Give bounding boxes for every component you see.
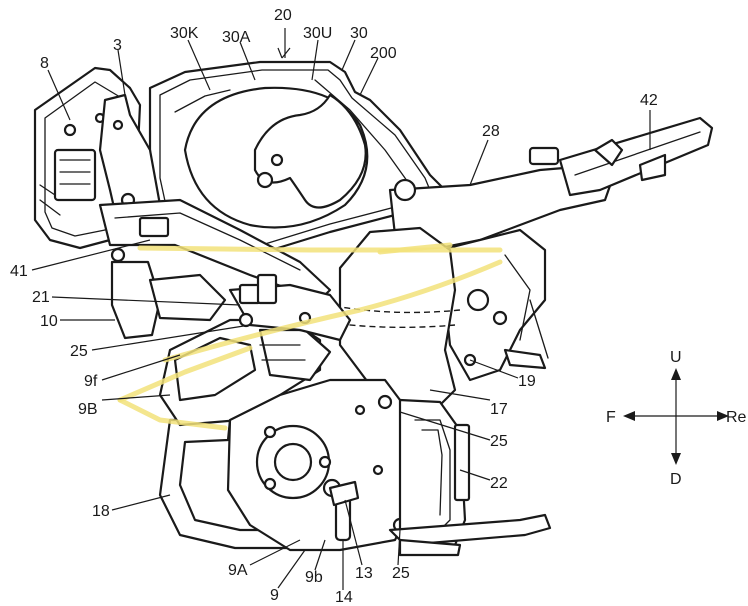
label-22: 22 (490, 475, 508, 492)
direction-indicator: U D F Re (606, 349, 747, 488)
label-42: 42 (640, 92, 658, 109)
label-41: 41 (10, 263, 28, 280)
label-8: 8 (40, 55, 49, 72)
label-17: 17 (490, 401, 508, 418)
label-30K: 30K (170, 25, 199, 42)
direction-rear-label: Re (726, 409, 747, 426)
label-9b: 9b (305, 569, 323, 586)
label-10: 10 (40, 313, 58, 330)
label-30U: 30U (303, 25, 332, 42)
label-9B: 9B (78, 401, 98, 418)
direction-up-label: U (670, 349, 682, 366)
label-21: 21 (32, 289, 50, 306)
arrow-front-icon (623, 411, 635, 421)
arrow-up-icon (671, 368, 681, 380)
label-13: 13 (355, 565, 373, 582)
seat-rail-42 (560, 118, 712, 195)
label-30A: 30A (222, 29, 251, 46)
label-9: 9 (270, 587, 279, 604)
label-18: 18 (92, 503, 110, 520)
label-3: 3 (113, 37, 122, 54)
direction-down-label: D (670, 471, 682, 488)
label-20: 20 (274, 7, 292, 24)
label-28: 28 (482, 123, 500, 140)
label-9A: 9A (228, 562, 248, 579)
label-25-right: 25 (490, 433, 508, 450)
label-19: 19 (518, 373, 536, 390)
rear-hanger (440, 230, 548, 380)
label-9f: 9f (84, 373, 98, 390)
label-14: 14 (335, 589, 353, 606)
label-25-bottom: 25 (392, 565, 410, 582)
label-25-upper: 25 (70, 343, 88, 360)
direction-front-label: F (606, 409, 616, 426)
arrow-down-icon (671, 453, 681, 465)
label-200: 200 (370, 45, 397, 62)
label-30: 30 (350, 25, 368, 42)
